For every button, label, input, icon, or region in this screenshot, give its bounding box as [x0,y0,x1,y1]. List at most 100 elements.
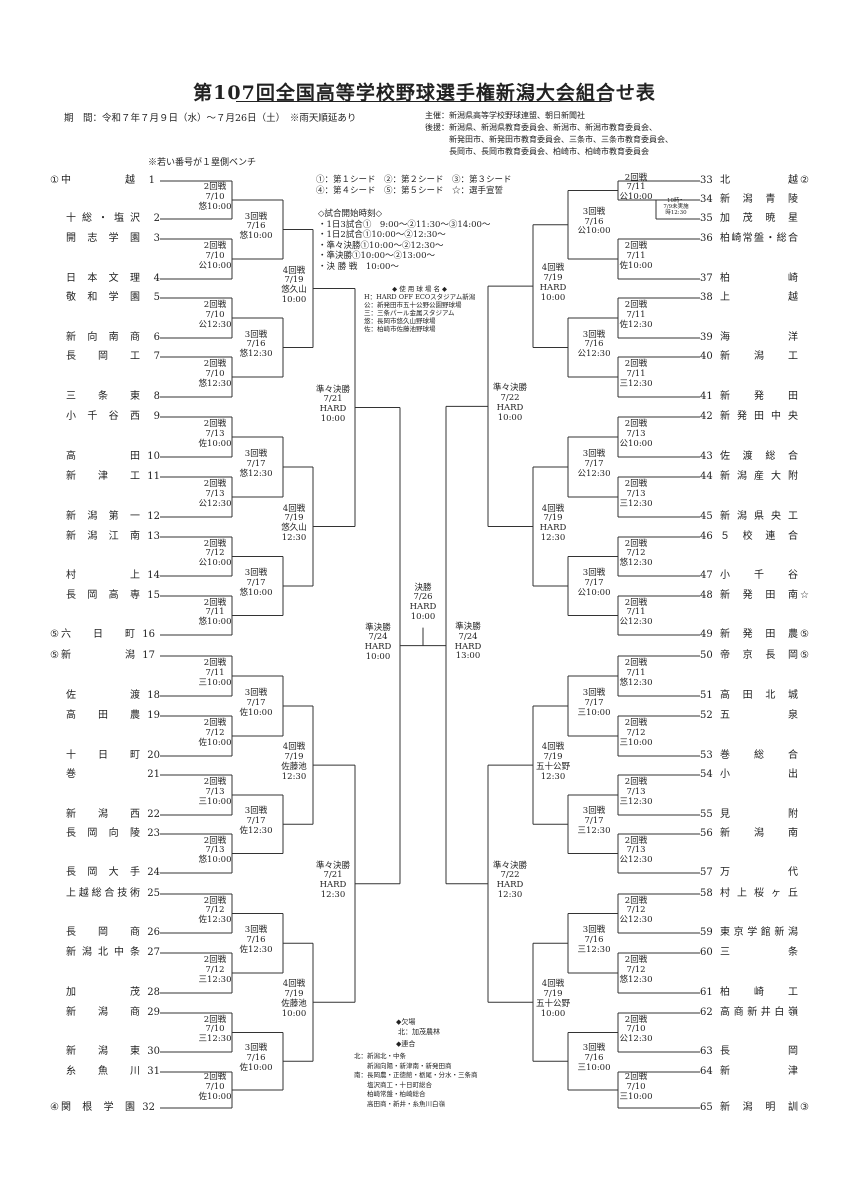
team-name: 上越 [720,292,798,303]
team-name: 糸魚川 [66,1066,140,1077]
match-label-line: 2回戦 [624,1014,648,1025]
match-label-line: 7/13 [205,428,225,439]
team-name: 長岡大手 [66,867,140,878]
match-label-line: 13:00 [455,651,481,662]
seed-legend: ①：第１シード ②：第２シード ③：第３シード ④：第４シード ⑤：第５シード … [316,175,512,197]
match-label-line: 三12:30 [619,796,653,807]
team-number: 33 [700,175,713,186]
match-label-line: 三12:30 [577,825,611,836]
match-label-line: 2回戦 [624,895,648,906]
team-number: 43 [700,451,713,462]
match-label-line: 2回戦 [624,658,648,668]
team-number: 48 [700,590,713,601]
match-label-line: 4回戦 [541,503,565,514]
match-label-line: 10:00 [281,1008,307,1019]
match-label-line: 7/16 [584,339,604,350]
match-label-line: 佐12:30 [239,944,273,955]
match-label-line: 準決勝 [365,622,391,633]
team-number: 5 [153,292,160,303]
rainout-line: 7/9未実施 [663,204,689,210]
match-label-line: 7/17 [246,577,266,588]
match-label-line: 3回戦 [582,688,606,698]
team-name: 長岡高専 [66,590,140,601]
absent-title: ◆欠場 [396,1018,416,1026]
match-label-line: 7/12 [626,548,646,559]
team-number: 51 [700,690,713,701]
match-label-line: 悠久山 [281,523,307,534]
match-label-line: 公10:00 [577,226,611,237]
match-label-line: 悠12:30 [239,349,273,360]
match-label-line: 佐10:00 [239,1062,273,1073]
team-name: 柏崎工 [720,987,798,998]
start-time-line: ・準決勝①10:00～②13:00～ [318,251,435,262]
combined-title: ◆連合 [396,1040,416,1048]
match-label-line: 3回戦 [244,925,268,936]
team-number: 39 [700,332,713,343]
match-label-line: 佐12:30 [198,915,232,926]
match-label-line: 7/19 [284,751,304,762]
combined-line: 柏崎常盤・柏崎総合 [354,1090,426,1098]
match-label-line: 2回戦 [203,182,227,192]
team-number: 56 [700,828,713,839]
rainout-line: 10時～ [667,198,685,204]
team-number: 31 [147,1066,160,1077]
team-number: 8 [153,391,160,402]
team-name: 巻総合 [720,750,798,761]
match-label-line: 7/17 [584,458,604,469]
match-label-line: 三12:30 [619,378,653,389]
team-number: 4 [153,273,160,284]
match-label-line: HARD [539,523,567,534]
match-label-line: 7/13 [205,845,225,856]
team-number: 45 [700,511,713,522]
venue-line: 悠：長岡市悠久山野球場 [364,317,436,325]
team-name: 加茂 [66,987,140,998]
team-name: 加茂暁星 [720,213,798,224]
rainout-note: 10時～ 7/9未実施 時12:30 [656,198,696,216]
team-number: 11 [147,471,160,482]
match-label-line: 悠12:30 [619,974,653,985]
team-name: 長岡向陵 [66,828,140,839]
match-label-line: 7/21 [323,394,343,405]
match-label-line: 12:30 [281,771,307,782]
match-label-line: 10:00 [540,1008,566,1019]
organizers: 主催：新潟県高等学校野球連盟、朝日新聞社 後援：新潟県、新潟県教育委員会、新潟市… [425,110,673,158]
match-label-line: 3回戦 [244,211,268,222]
organizer-line: 主催：新潟県高等学校野球連盟、朝日新聞社 [425,111,585,120]
match-label-line: 2回戦 [624,241,648,251]
match-label-line: 2回戦 [203,300,227,310]
team-name: 帝京長岡 [720,650,798,661]
team-number: 32 [142,1102,155,1113]
start-time-line: ・準々決勝①10:00～②12:30～ [318,240,444,251]
page-title: 第107回全国高等学校野球選手権新潟大会組合せ表 [193,82,656,104]
match-label-line: 7/21 [323,870,343,881]
match-label-line: 7/17 [584,697,604,708]
match-label-line: 7/10 [205,309,225,320]
match-label-line: HARD [539,282,567,293]
match-label-line: 2回戦 [624,538,648,549]
venue-line: H：HARD OFF ECOスタジアム新潟 [364,293,476,301]
team-number: 26 [147,927,160,938]
start-time-line: ◇試合開始時刻◇ [318,209,383,219]
seed-mark: ☆ [800,590,809,601]
